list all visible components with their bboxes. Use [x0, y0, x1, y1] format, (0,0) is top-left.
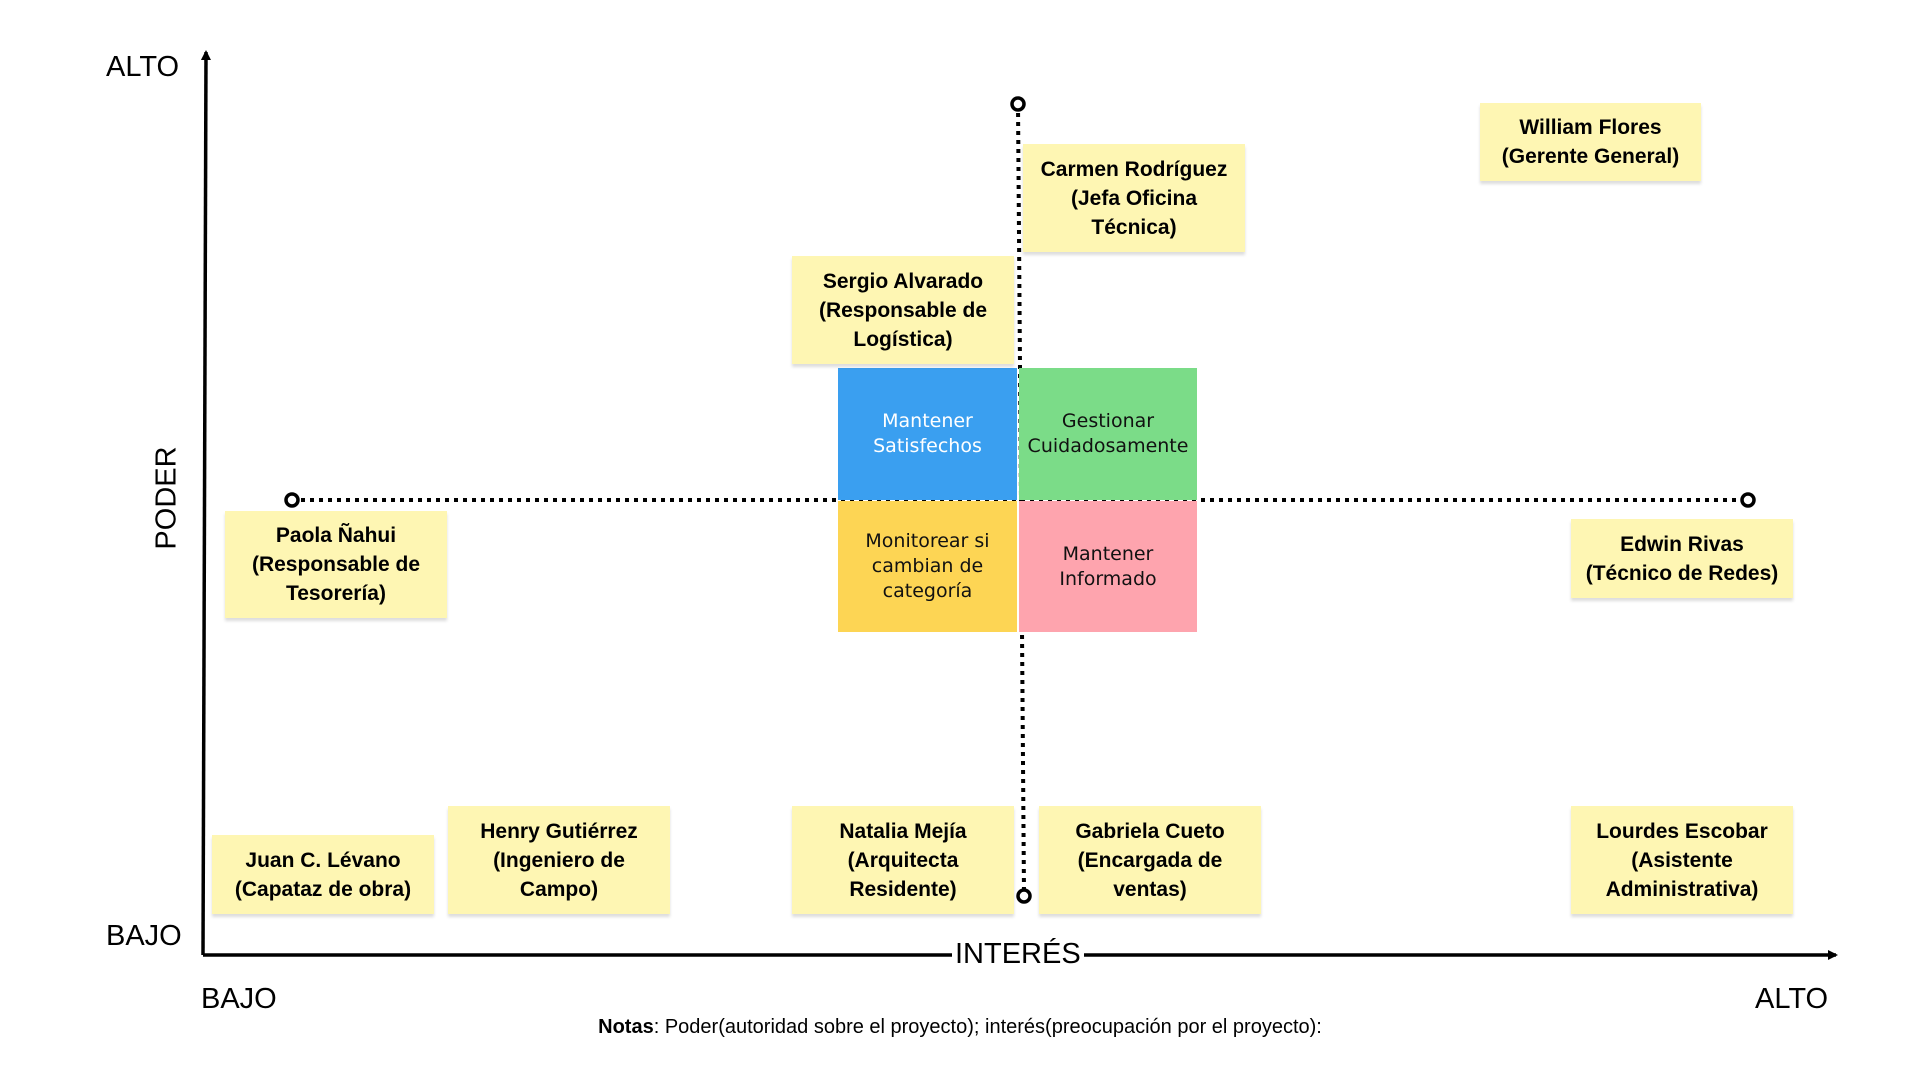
stakeholder-note-lourdes-escobar: Lourdes Escobar (Asistente Administrativ…: [1571, 806, 1793, 914]
stakeholder-label: William Flores (Gerente General): [1501, 116, 1680, 168]
y-axis-line: [200, 50, 211, 956]
quadrant-manage-closely-label: Gestionar Cuidadosamente: [1027, 410, 1189, 457]
divider-endpoint-right: [1740, 492, 1756, 508]
stakeholder-label: Carmen Rodríguez (Jefa Oficina Técnica): [1040, 157, 1228, 239]
stakeholder-label: Paola Ñahui (Responsable de Tesorería): [251, 524, 421, 605]
stakeholder-label: Gabriela Cueto (Encargada de ventas): [1075, 819, 1225, 901]
notes-caption-label: Notas: [598, 1016, 654, 1038]
x-low-label: BAJO: [201, 983, 277, 1015]
stakeholder-note-natalia-mejia: Natalia Mejía (Arquitecta Residente): [792, 806, 1014, 914]
y-high-label: ALTO: [106, 51, 180, 83]
quadrant-keep-satisfied: Mantener Satisfechos: [838, 368, 1017, 500]
vertical-divider-line: [1016, 103, 1026, 895]
stakeholder-label: Natalia Mejía (Arquitecta Residente): [839, 819, 967, 901]
divider-endpoint-top: [1010, 96, 1026, 112]
quadrant-monitor: Monitorear si cambian de categoría: [838, 501, 1017, 632]
stakeholder-note-gabriela-cueto: Gabriela Cueto (Encargada de ventas): [1039, 806, 1261, 914]
stakeholder-note-edwin-rivas: Edwin Rivas (Técnico de Redes): [1571, 519, 1793, 598]
stakeholder-note-paola-nahui: Paola Ñahui (Responsable de Tesorería): [225, 511, 447, 618]
stakeholder-label: Edwin Rivas (Técnico de Redes): [1585, 532, 1779, 585]
quadrant-manage-closely: Gestionar Cuidadosamente: [1019, 368, 1197, 500]
y-low-label: BAJO: [106, 920, 182, 952]
divider-endpoint-left: [284, 492, 300, 508]
y-axis-title: PODER: [151, 443, 183, 553]
stakeholder-note-william-flores: William Flores (Gerente General): [1480, 103, 1701, 181]
notes-caption: Notas: Poder(autoridad sobre el proyecto…: [0, 1016, 1920, 1039]
quadrant-keep-satisfied-label: Mantener Satisfechos: [873, 410, 982, 457]
quadrant-keep-informed: Mantener Informado: [1019, 501, 1197, 632]
x-axis-title: INTERÉS: [952, 940, 1084, 969]
stakeholder-label: Juan C. Lévano (Capataz de obra): [234, 848, 412, 901]
stakeholder-note-carmen-rodriguez: Carmen Rodríguez (Jefa Oficina Técnica): [1023, 144, 1245, 252]
stakeholder-label: Sergio Alvarado (Responsable de Logístic…: [818, 269, 988, 351]
stakeholder-label: Lourdes Escobar (Asistente Administrativ…: [1596, 819, 1768, 901]
stakeholder-note-henry-gutierrez: Henry Gutiérrez (Ingeniero de Campo): [448, 806, 670, 914]
quadrant-keep-informed-label: Mantener Informado: [1059, 542, 1157, 590]
divider-endpoint-bottom: [1016, 888, 1032, 904]
quadrant-monitor-label: Monitorear si cambian de categoría: [865, 530, 990, 602]
stakeholder-note-sergio-alvarado: Sergio Alvarado (Responsable de Logístic…: [792, 256, 1014, 364]
stakeholder-note-juan-levano: Juan C. Lévano (Capataz de obra): [212, 835, 434, 914]
x-high-label: ALTO: [1755, 983, 1829, 1015]
stakeholder-label: Henry Gutiérrez (Ingeniero de Campo): [480, 819, 638, 901]
notes-caption-text: : Poder(autoridad sobre el proyecto); in…: [653, 1016, 1322, 1038]
